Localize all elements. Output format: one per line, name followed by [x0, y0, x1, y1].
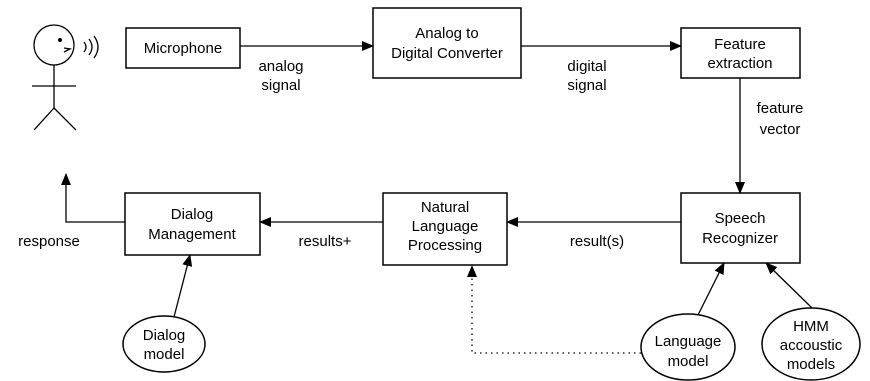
adc-label-2: Digital Converter — [391, 45, 503, 62]
edge-label-feature-vector-2: vector — [760, 121, 801, 138]
edge-label-digital-2: signal — [567, 77, 606, 94]
edge-label-analog-1: analog — [258, 58, 303, 75]
adc-label-1: Analog to — [415, 25, 478, 42]
hmm-models-ellipse — [761, 307, 861, 381]
feature-extraction-box — [680, 27, 801, 79]
arrow-language-model-to-nlp — [467, 265, 641, 354]
edge-label-response: response — [18, 233, 80, 250]
edge-label-results-plus: results+ — [299, 233, 352, 250]
hmm-models-label-2: accoustic — [780, 337, 843, 354]
dialog-management-box — [124, 192, 261, 256]
nlp-label-3: Processing — [408, 237, 482, 254]
microphone-label: Microphone — [144, 40, 222, 57]
dialog-model-label-1: Dialog — [143, 327, 186, 344]
nlp-label-2: Language — [412, 218, 479, 235]
sound-waves-icon — [83, 35, 99, 59]
language-model-label-1: Language — [655, 333, 722, 350]
nlp-box — [382, 192, 508, 266]
arrow-hmm-to-recognizer — [765, 262, 813, 309]
microphone-box — [125, 27, 241, 69]
language-model-ellipse — [640, 313, 736, 381]
nlp-label-1: Natural — [421, 199, 469, 216]
hmm-models-label-1: HMM — [793, 318, 829, 335]
arrow-dialog-model-to-dialog — [173, 254, 193, 318]
language-model-label-2: model — [668, 353, 709, 370]
speech-recognizer-label-2: Recognizer — [702, 230, 778, 247]
edge-label-analog-2: signal — [261, 77, 300, 94]
speech-recognizer-box — [680, 192, 801, 264]
edge-label-digital-1: digital — [567, 58, 606, 75]
dialog-model-label-2: model — [144, 346, 185, 363]
arrow-dialog-to-user — [61, 173, 125, 223]
edge-label-results-s: result(s) — [570, 233, 624, 250]
dialog-management-label-1: Dialog — [171, 206, 214, 223]
adc-box — [372, 7, 522, 79]
speech-recognizer-label-1: Speech — [715, 210, 766, 227]
edge-label-feature-vector-1: feature — [757, 100, 804, 117]
feature-extraction-label-2: extraction — [707, 55, 772, 72]
user-figure-icon — [32, 24, 77, 131]
dialog-model-ellipse — [122, 315, 206, 373]
feature-extraction-label-1: Feature — [714, 36, 766, 53]
arrow-language-model-to-recognizer — [697, 262, 725, 316]
dialog-management-label-2: Management — [148, 226, 236, 243]
hmm-models-label-3: models — [787, 356, 835, 373]
